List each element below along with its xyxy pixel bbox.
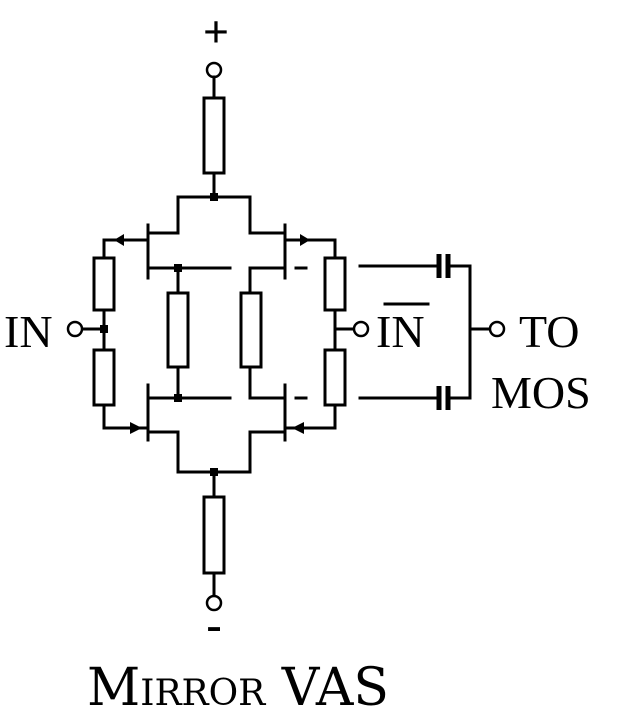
input-divider-left: IN xyxy=(4,238,116,430)
diagram-title: Mirror VAS xyxy=(87,658,389,718)
resistor-left-upper xyxy=(92,256,116,312)
negative-supply-label: - xyxy=(206,599,221,650)
bias-resistors xyxy=(166,266,263,400)
resistor-inner-right xyxy=(239,291,263,369)
positive-supply-terminal xyxy=(205,61,223,79)
resistor-left-lower xyxy=(92,348,116,407)
positive-supply-label: + xyxy=(203,6,229,57)
output-label-line1: TO xyxy=(519,306,580,357)
positive-supply: + xyxy=(176,6,252,201)
input-inverted-terminal xyxy=(352,320,370,338)
output-capacitors: TO MOS xyxy=(358,254,591,418)
negative-supply: - xyxy=(176,468,252,650)
resistor-right-upper xyxy=(323,256,347,312)
resistor-top xyxy=(202,96,226,175)
resistor-inner-left xyxy=(166,291,190,369)
transistor-upper-right xyxy=(248,195,337,280)
output-label-line2: MOS xyxy=(491,367,591,418)
input-divider-right: IN xyxy=(323,238,430,430)
resistor-bottom xyxy=(202,495,226,575)
transistor-upper-left xyxy=(102,195,232,280)
transistor-lower-left xyxy=(102,383,232,474)
negative-supply-terminal xyxy=(205,594,223,612)
resistor-right-lower xyxy=(323,348,347,407)
output-terminal xyxy=(488,320,506,338)
input-terminal xyxy=(66,320,84,338)
transistor-lower-right xyxy=(248,383,337,474)
input-label: IN xyxy=(4,306,53,357)
input-inverted-label: IN xyxy=(376,306,425,357)
